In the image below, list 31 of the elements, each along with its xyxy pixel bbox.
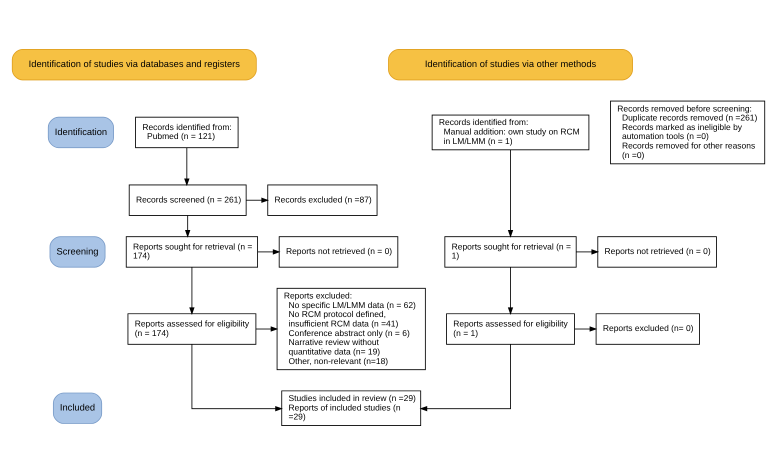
arrow (189, 267, 195, 315)
node-box: Studies included in review (n =29) Reports of included studies (n =29) (281, 390, 422, 426)
node-box: Reports not retrieved (n = 0) (278, 236, 398, 268)
node-box: Records identified from: Pubmed (n = 121) (135, 116, 239, 148)
node-box: Records screened (n = 261) (128, 184, 247, 216)
arrow (574, 326, 598, 332)
arrow (185, 215, 190, 238)
node-box: Records identified from: Manual addition: own study on RCM in LM/LMM (n = 1) (432, 114, 590, 150)
arrow (508, 149, 514, 238)
arrow (246, 198, 269, 203)
arrow (420, 344, 511, 412)
arrow (256, 326, 278, 332)
node-box: Reports not retrieved (n = 0) (597, 236, 717, 268)
node-box: Records removed before screening: Duplicate records removed (n =261) Records marked as ineligible by automation tools (n =0) Records removed for other reasons (n =0) (610, 100, 766, 164)
node-box: Reports excluded: No specific LM/LMM data (n = 62) No RCM protocol defined, insufficient RCM data (n =41) Conference abstract only (n = 6) Narrative review without quantitative data (n= 19) Other, non-relevant (n=18) (276, 288, 426, 370)
node-box: Identification (48, 116, 114, 148)
arrow (192, 344, 283, 412)
node-box: Reports excluded (n= 0) (596, 313, 700, 345)
node-box: Reports assessed for eligibility (n = 174) (128, 313, 256, 345)
node-box: Reports sought for retrieval (n = 174) (126, 236, 258, 268)
node-box: Included (52, 392, 102, 424)
node-box: Reports sought for retrieval (n = 1) (444, 236, 577, 268)
arrow (184, 147, 190, 186)
arrow (257, 249, 280, 255)
arrow (508, 267, 514, 315)
node-box: Records excluded (n =87) (267, 184, 378, 216)
node-box: Identification of studies via other methods (388, 48, 633, 80)
node-box: Identification of studies via databases and registers (12, 48, 257, 80)
arrow (576, 249, 600, 255)
node-box: Screening (50, 236, 106, 268)
node-box: Reports assessed for eligibility (n = 1) (446, 313, 575, 345)
